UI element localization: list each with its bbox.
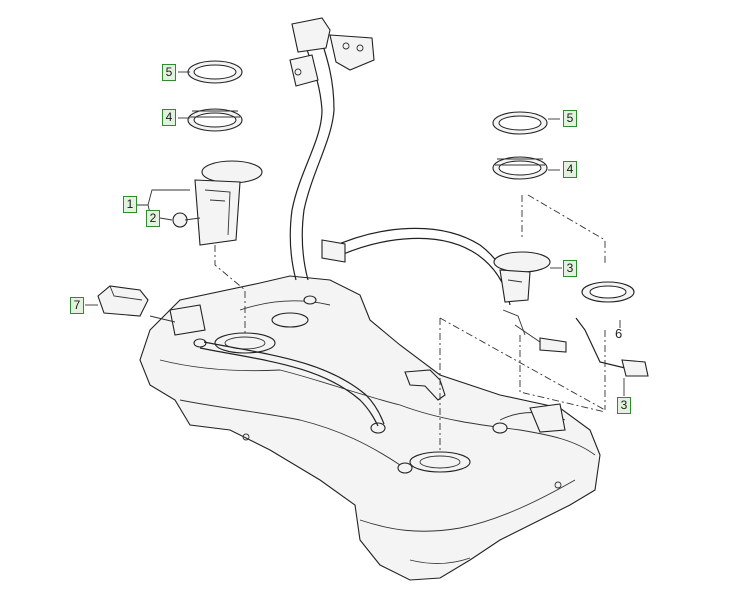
callout-4-right: 4 (563, 161, 577, 178)
left-locking-ring (187, 60, 243, 84)
callout-4-left: 4 (162, 109, 176, 126)
sender-flange (581, 281, 635, 303)
callout-2-left: 2 (146, 210, 160, 227)
left-seal-ring (187, 108, 243, 132)
callout-1-left: 1 (123, 196, 137, 213)
fuel-pump-unit (172, 160, 263, 246)
filler-neck (289, 17, 516, 306)
callout-3-right-upper: 3 (563, 260, 577, 277)
fuel-level-sender (493, 251, 567, 353)
fuel-tank (139, 275, 601, 581)
leader-lines (85, 71, 625, 396)
right-seal-ring (492, 156, 548, 180)
control-unit (97, 285, 176, 323)
right-locking-ring (492, 111, 548, 135)
level-sender-arm (575, 317, 649, 377)
callout-7-left: 7 (70, 297, 84, 314)
callout-5-left: 5 (162, 64, 176, 81)
callout-5-right: 5 (563, 110, 577, 127)
callout-6-right: 6 (615, 326, 623, 341)
callout-3-right-lower: 3 (617, 397, 631, 414)
assembly-lines (214, 194, 606, 450)
